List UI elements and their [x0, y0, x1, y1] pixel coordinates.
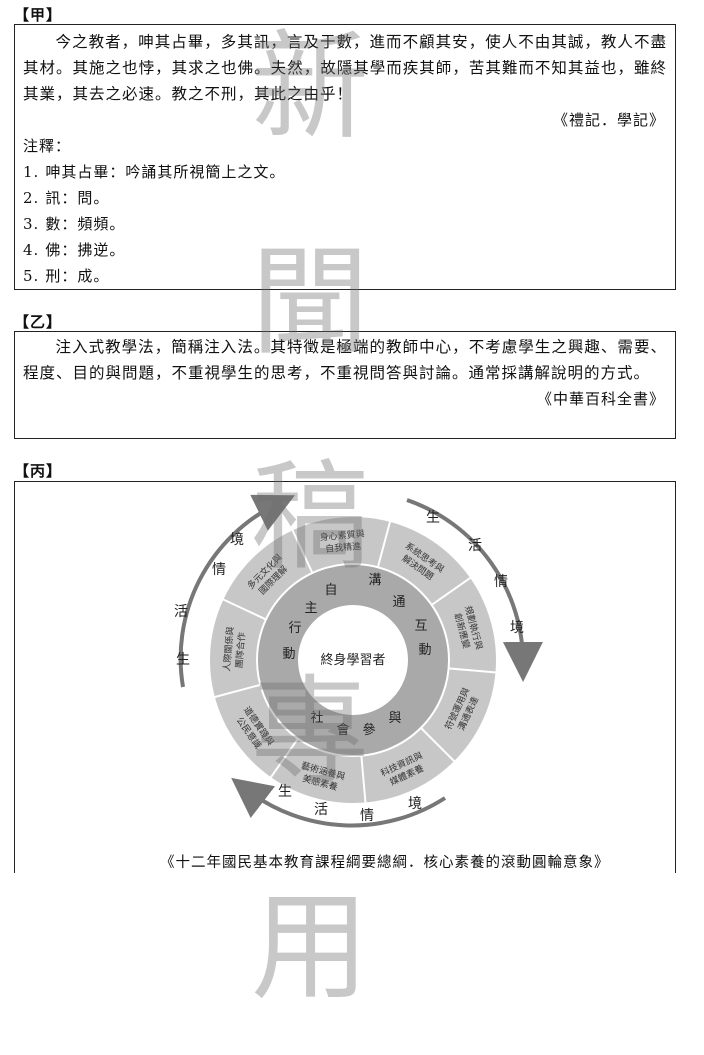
section-label-bing: 【丙】 [14, 462, 63, 480]
right-arc-arrow [406, 498, 543, 682]
center-circle [298, 605, 408, 715]
competency-segment-text: 團隊合作 [233, 632, 248, 669]
arc-label-bottom-char: 情 [360, 808, 374, 824]
passage-line: 注入式教學法，簡稱注入法。其特徵是極端的教師中心，不考慮學生之興趣、 [55, 338, 618, 356]
passage-line: 其益也，雖終其業，其去之必速。教之不刑，其此之由乎！ [23, 59, 667, 103]
inner-ring-char: 社 [310, 710, 323, 726]
arc-label-left-char: 境 [230, 532, 244, 548]
passage-line: 明的方式。 [567, 364, 651, 382]
inner-ring-char: 行 [288, 621, 301, 636]
note-text: 佛：拂逆。 [45, 241, 126, 259]
passage-jia: 今之教者，呻其占畢，多其訊，言及于數，進而不顧其安，使人不由其誠，教人不盡其材。… [15, 29, 675, 107]
competency-segment-text: 人際關係與 [221, 626, 237, 672]
note-item: 3. 數：頻頻。 [15, 211, 675, 237]
inner-ring-char: 主 [304, 601, 317, 616]
competency-segment-text: 自我精進 [325, 540, 362, 555]
section-box-jia: 今之教者，呻其占畢，多其訊，言及于數，進而不顧其安，使人不由其誠，教人不盡其材。… [14, 24, 676, 290]
arc-label-bottom-char: 生 [278, 784, 292, 800]
segment-divider [448, 667, 497, 674]
center-label: 終身學習者 [320, 652, 385, 668]
arc-label-left-char: 生 [176, 652, 190, 668]
inner-ring-char: 動 [282, 647, 295, 662]
section-box-bing: 身心素質與自我精進系統思考與解決問題規劃執行與創新應變符號運用與溝通表達科技資訊… [14, 481, 676, 873]
source-citation: 《中華百科全書》 [536, 390, 665, 408]
note-item: 1. 呻其占畢：吟誦其所視簡上之文。 [15, 159, 675, 185]
figure-caption: 《十二年國民基本教育課程綱要總綱．核心素養的滾動圓輪意象》 [160, 855, 610, 871]
left-arc-arrow [178, 494, 295, 688]
note-number: 5. [23, 267, 40, 285]
core-competency-wheel: 身心素質與自我精進系統思考與解決問題規劃執行與創新應變符號運用與溝通表達科技資訊… [174, 494, 543, 828]
inner-ring-char: 溝 [368, 573, 381, 588]
inner-ring-char: 參 [362, 723, 375, 738]
note-text: 刑：成。 [45, 267, 110, 285]
passage-yi: 注入式教學法，簡稱注入法。其特徵是極端的教師中心，不考慮學生之興趣、需要、程度、… [15, 334, 675, 386]
passage-line: 需要、程度、目的與問題，不重視學生的思考，不重視問答與討論。通常採講解說 [23, 338, 667, 382]
note-text: 呻其占畢：吟誦其所視簡上之文。 [45, 163, 286, 181]
arc-label-right-char: 境 [510, 620, 524, 636]
section-label-yi: 【乙】 [14, 313, 63, 331]
note-text: 數：頻頻。 [45, 215, 126, 233]
arc-labels: 境情活生生活情境生活情境 [174, 510, 524, 824]
segment-divider [222, 598, 267, 621]
note-text: 訊：問。 [45, 189, 110, 207]
note-number: 3. [23, 215, 40, 233]
arc-label-right-char: 生 [426, 510, 440, 526]
segment-dividers [213, 520, 497, 804]
passage-line: 人不盡其材。其施之也悖，其求之也佛。夫然，故隱其學而疾其師，苦其難而不知 [23, 33, 667, 77]
note-item: 2. 訊：問。 [15, 185, 675, 211]
segment-divider [420, 727, 456, 763]
arc-label-right-char: 情 [494, 574, 508, 590]
inner-ring-char: 與 [388, 711, 401, 726]
inner-ring-char: 會 [336, 723, 349, 738]
competency-segment-text: 身心素質與 [319, 528, 365, 544]
note-number: 1. [23, 163, 40, 181]
arc-label-bottom-char: 境 [408, 796, 422, 812]
section-label-jia: 【甲】 [14, 6, 63, 24]
arc-label-left-char: 活 [174, 604, 188, 620]
section-box-yi: 注入式教學法，簡稱注入法。其特徵是極端的教師中心，不考慮學生之興趣、需要、程度、… [14, 331, 676, 439]
segment-divider [376, 520, 392, 568]
bottom-arc-arrow [231, 777, 447, 828]
passage-line: 今之教者，呻其占畢，多其訊，言及于數，進而不顧其安，使人不由其誠，教 [55, 33, 618, 51]
segment-divider [360, 755, 367, 804]
note-item: 4. 佛：拂逆。 [15, 237, 675, 263]
arc-label-left-char: 情 [212, 562, 226, 578]
segment-divider [213, 683, 261, 699]
inner-ring-char: 自 [324, 583, 337, 598]
inner-ring-char: 通 [392, 595, 405, 610]
arc-label-right-char: 活 [468, 538, 482, 554]
source-citation: 《禮記．學記》 [552, 111, 665, 129]
inner-ring-char: 動 [418, 643, 431, 658]
notes-title: 注釋： [23, 137, 72, 155]
segment-divider [431, 576, 472, 606]
arc-label-bottom-char: 活 [314, 802, 328, 818]
segment-divider [269, 738, 299, 779]
segment-divider [291, 529, 314, 574]
note-number: 2. [23, 189, 40, 207]
inner-ring-labels: 自主行動溝通互動社會參與 [282, 573, 431, 738]
inner-ring-char: 互 [414, 619, 427, 634]
note-number: 4. [23, 241, 40, 259]
note-item: 5. 刑：成。 [15, 263, 675, 289]
